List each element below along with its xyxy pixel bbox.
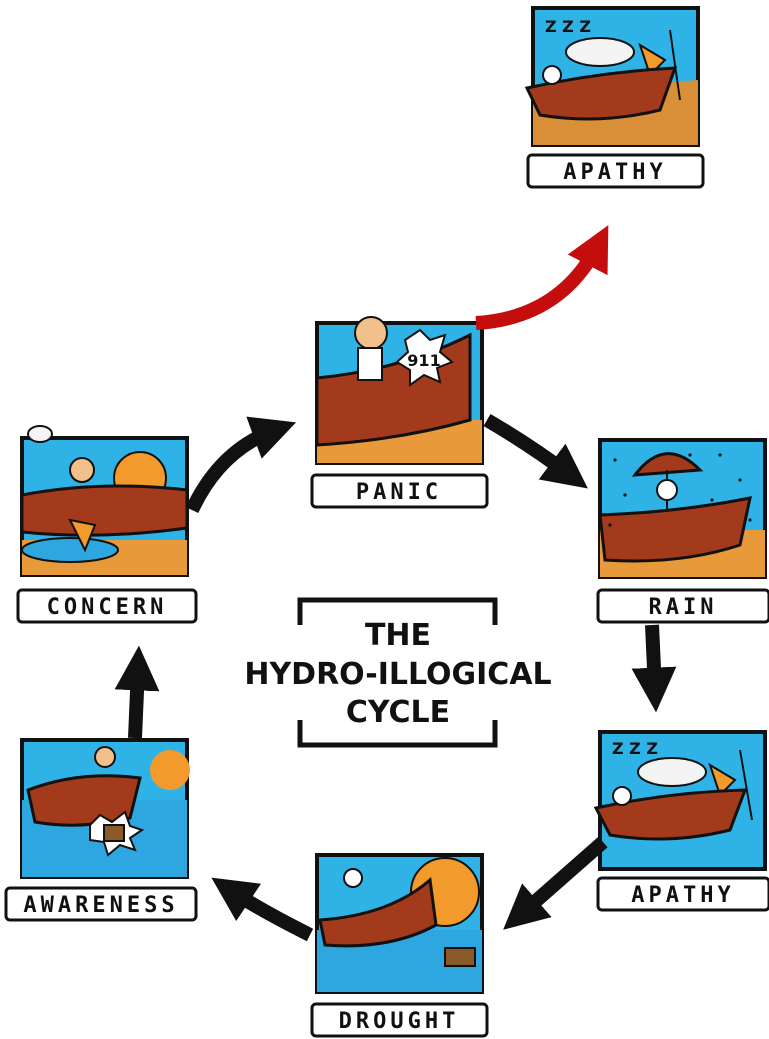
- panel-panic: 911: [315, 316, 484, 465]
- sleeping-person-icon: [542, 65, 562, 85]
- thirsty-person-icon: [343, 868, 363, 888]
- label-drought-text: DROUGHT: [339, 1009, 460, 1034]
- center-title: THE HYDRO-ILLOGICAL CYCLE: [244, 597, 552, 748]
- arrow-concern-to-panic: [185, 416, 297, 514]
- treasure-chest-icon: [103, 824, 125, 842]
- panel-awareness: [20, 738, 190, 879]
- sleeping-person-icon: [612, 786, 632, 806]
- cloud-icon: [637, 757, 707, 787]
- treasure-chest-icon: [444, 947, 476, 967]
- arrow-panic-to-apathy-top: [475, 225, 609, 330]
- arrow-awareness-to-concern: [114, 645, 160, 739]
- fishing-rod-icon: [669, 29, 681, 101]
- boat-icon: [598, 496, 752, 563]
- fishing-rod-icon: [739, 749, 753, 821]
- label-rain: RAIN: [596, 588, 769, 624]
- panel-apathy: Z Z Z: [593, 730, 767, 871]
- label-panic-text: PANIC: [356, 480, 442, 505]
- panel-drought: [315, 853, 484, 994]
- panel-concern: [20, 425, 189, 577]
- label-drought: DROUGHT: [310, 1002, 489, 1038]
- boat-icon: [593, 788, 748, 841]
- alarmed-person-icon: [94, 746, 116, 768]
- label-awareness: AWARENESS: [4, 886, 198, 922]
- arrow-drought-to-awareness: [211, 877, 314, 942]
- cloud-icon: [565, 37, 635, 67]
- phone-911-text: 911: [407, 351, 440, 370]
- title-line-3: CYCLE: [346, 695, 450, 730]
- thought-bubble-icon: [27, 425, 53, 443]
- boat-icon: [318, 877, 438, 948]
- puddle-icon: [21, 537, 119, 563]
- arrow-rain-to-apathy: [631, 624, 677, 713]
- title-line-2: HYDRO-ILLOGICAL: [244, 657, 551, 692]
- rain-drops-icon: [608, 453, 752, 527]
- label-concern: CONCERN: [16, 588, 198, 624]
- boat-icon: [26, 774, 142, 827]
- fish-icon: [68, 518, 97, 553]
- phone-burst-icon: [395, 328, 454, 387]
- worried-person-icon: [69, 457, 95, 483]
- label-awareness-text: AWARENESS: [23, 893, 178, 918]
- label-panic: PANIC: [310, 473, 489, 509]
- title-line-1: THE: [365, 618, 431, 653]
- panicked-person-icon: [354, 316, 388, 350]
- boat-icon: [20, 484, 189, 537]
- label-apathy-top: APATHY: [526, 153, 705, 189]
- panel-apathy-top: Z Z Z: [524, 6, 700, 147]
- label-apathy-text: APATHY: [631, 883, 734, 908]
- boat-icon: [524, 66, 678, 121]
- arrow-apathy-to-drought: [503, 836, 608, 930]
- snore-text: Z Z Z: [545, 17, 591, 36]
- panel-rain: [598, 438, 767, 579]
- sun-icon: [150, 750, 190, 790]
- label-apathy: APATHY: [596, 876, 769, 912]
- sail-icon: [708, 762, 737, 797]
- title-frame-top: [297, 597, 498, 625]
- title-frame-bottom: [297, 720, 498, 748]
- sail-icon: [638, 42, 667, 77]
- arrow-panic-to-rain: [483, 413, 588, 489]
- label-concern-text: CONCERN: [47, 595, 168, 620]
- label-apathy-top-text: APATHY: [563, 160, 666, 185]
- person-in-rain-icon: [656, 479, 678, 501]
- label-rain-text: RAIN: [649, 595, 718, 620]
- snore-text-2: Z Z Z: [612, 739, 658, 758]
- umbrella-icon: [631, 452, 704, 477]
